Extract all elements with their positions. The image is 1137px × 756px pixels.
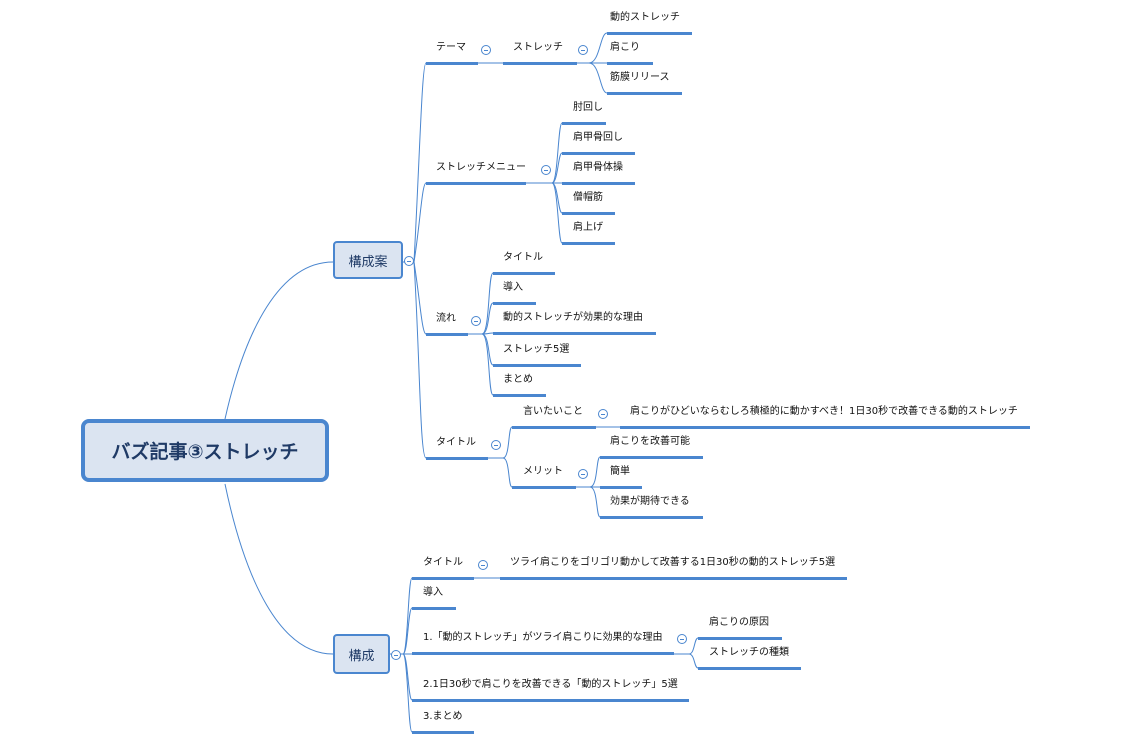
topic-theme-item[interactable]: 動的ストレッチ [610, 12, 680, 23]
topic-kousei-section3[interactable]: 3.まとめ [423, 711, 463, 722]
topic-theme-item[interactable]: 肩こり [610, 42, 640, 53]
topic-underline [493, 394, 546, 397]
topic-underline [607, 62, 653, 65]
topic-merit-item[interactable]: 効果が期待できる [610, 496, 690, 507]
topic-underline [412, 652, 674, 655]
topic-underline [412, 699, 689, 702]
topic-kousei[interactable]: 構成 [333, 634, 390, 674]
topic-kouseian[interactable]: 構成案 [333, 241, 403, 279]
topic-underline [562, 242, 615, 245]
topic-underline [426, 62, 478, 65]
topic-flow-item[interactable]: ストレッチ5選 [503, 344, 570, 355]
topic-kousei-section1[interactable]: 1.「動的ストレッチ」がツライ肩こりに効果的な理由 [423, 632, 663, 643]
topic-menu-item[interactable]: 肘回し [573, 102, 603, 113]
topic-underline [493, 364, 581, 367]
collapse-toggle-icon[interactable] [481, 45, 491, 55]
topic-menu-item[interactable]: 肩上げ [573, 222, 603, 233]
collapse-toggle-icon[interactable] [404, 256, 414, 266]
topic-stretch-menu[interactable]: ストレッチメニュー [436, 162, 526, 173]
topic-underline [607, 92, 682, 95]
topic-underline [562, 182, 635, 185]
topic-menu-item[interactable]: 肩甲骨体操 [573, 162, 623, 173]
collapse-toggle-icon[interactable] [491, 440, 501, 450]
topic-underline [600, 456, 703, 459]
root-topic[interactable]: バズ記事③ストレッチ [81, 419, 329, 482]
collapse-toggle-icon[interactable] [598, 409, 608, 419]
topic-underline [426, 333, 468, 336]
topic-menu-item[interactable]: 肩甲骨回し [573, 132, 623, 143]
topic-title[interactable]: タイトル [436, 437, 476, 448]
topic-underline [562, 152, 635, 155]
topic-underline [562, 122, 606, 125]
topic-kousei-title[interactable]: タイトル [423, 557, 463, 568]
topic-theme[interactable]: テーマ [436, 42, 466, 53]
topic-underline [503, 62, 577, 65]
topic-underline [426, 457, 488, 460]
topic-underline [493, 302, 536, 305]
topic-underline [493, 332, 656, 335]
topic-kousei-title-value[interactable]: ツライ肩こりをゴリゴリ動かして改善する1日30秒の動的ストレッチ5選 [510, 557, 836, 568]
topic-section1-child[interactable]: ストレッチの種類 [709, 647, 789, 658]
topic-kousei-section2[interactable]: 2.1日30秒で肩こりを改善できる「動的ストレッチ」5選 [423, 679, 678, 690]
topic-underline [562, 212, 615, 215]
topic-flow-item[interactable]: 動的ストレッチが効果的な理由 [503, 312, 643, 323]
collapse-toggle-icon[interactable] [578, 469, 588, 479]
collapse-toggle-icon[interactable] [677, 634, 687, 644]
collapse-toggle-icon[interactable] [578, 45, 588, 55]
topic-flow-item[interactable]: まとめ [503, 374, 533, 385]
topic-merit-label[interactable]: メリット [523, 466, 563, 477]
topic-underline [600, 516, 703, 519]
topic-flow-item[interactable]: 導入 [503, 282, 523, 293]
collapse-toggle-icon[interactable] [478, 560, 488, 570]
topic-underline [500, 577, 847, 580]
topic-merit-item[interactable]: 肩こりを改善可能 [610, 436, 690, 447]
topic-underline [620, 426, 1030, 429]
topic-underline [698, 667, 801, 670]
topic-flow[interactable]: 流れ [436, 313, 456, 324]
topic-merit-item[interactable]: 簡単 [610, 466, 630, 477]
topic-underline [512, 486, 576, 489]
topic-message-label[interactable]: 言いたいこと [523, 406, 583, 417]
collapse-toggle-icon[interactable] [391, 650, 401, 660]
topic-section1-child[interactable]: 肩こりの原因 [709, 617, 769, 628]
topic-stretch[interactable]: ストレッチ [513, 42, 563, 53]
topic-underline [607, 32, 692, 35]
topic-underline [698, 637, 782, 640]
topic-kousei-intro[interactable]: 導入 [423, 587, 443, 598]
collapse-toggle-icon[interactable] [471, 316, 481, 326]
topic-underline [493, 272, 555, 275]
collapse-toggle-icon[interactable] [541, 165, 551, 175]
topic-underline [600, 486, 642, 489]
topic-underline [426, 182, 526, 185]
topic-theme-item[interactable]: 筋膜リリース [610, 72, 670, 83]
topic-flow-item[interactable]: タイトル [503, 252, 543, 263]
topic-message[interactable]: 肩こりがひどいならむしろ積極的に動かすべき！1日30秒で改善できる動的ストレッチ [630, 406, 1018, 417]
topic-underline [412, 607, 456, 610]
topic-underline [412, 577, 474, 580]
topic-underline [512, 426, 596, 429]
topic-underline [412, 731, 474, 734]
topic-menu-item[interactable]: 僧帽筋 [573, 192, 603, 203]
